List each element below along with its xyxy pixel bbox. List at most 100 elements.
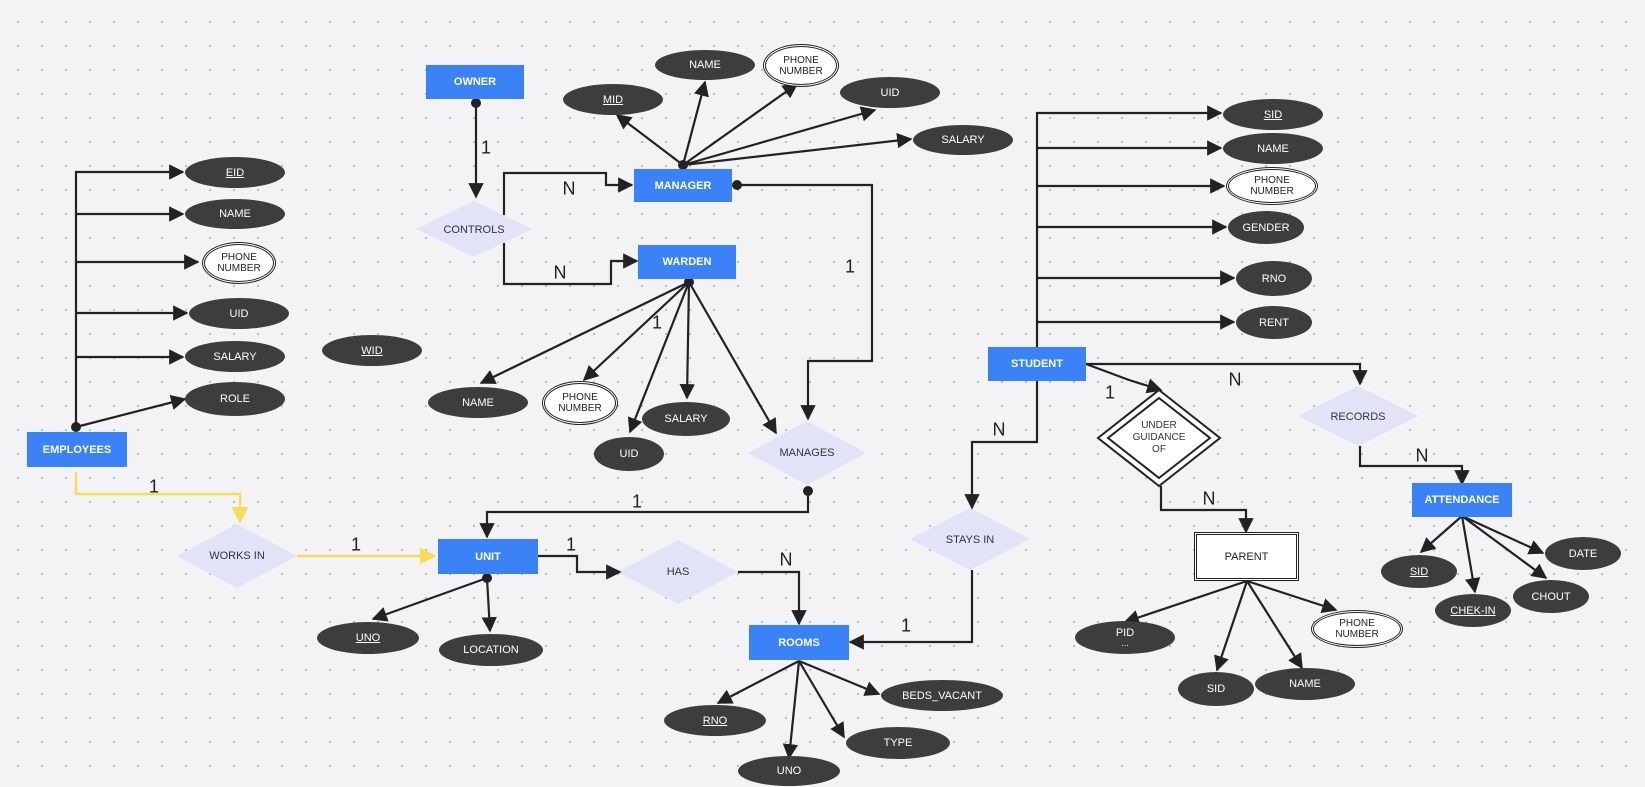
attr-manager-mid-label: MID <box>602 93 624 106</box>
entity-student[interactable]: STUDENT <box>988 347 1086 381</box>
attr-manager-uid[interactable]: UID <box>840 77 940 108</box>
entity-warden-label: WARDEN <box>662 256 712 268</box>
rel-controls-label: CONTROLS <box>443 224 505 236</box>
card-employees-works: 1 <box>148 476 160 497</box>
entity-attendance[interactable]: ATTENDANCE <box>1412 483 1512 517</box>
attr-parent-name[interactable]: NAME <box>1255 668 1355 700</box>
under-guidance-of-diamond[interactable] <box>1096 388 1222 488</box>
attr-parent-phone[interactable]: PHONE NUMBER <box>1311 610 1403 648</box>
attr-manager-mid[interactable]: MID <box>563 84 663 115</box>
attr-employees-name-label: NAME <box>219 208 251 220</box>
entity-attendance-label: ATTENDANCE <box>1424 494 1500 506</box>
entity-rooms[interactable]: ROOMS <box>749 625 849 660</box>
attr-parent-phone-label: PHONE NUMBER <box>1335 618 1379 640</box>
attr-student-gender[interactable]: GENDER <box>1228 211 1304 244</box>
rel-has-label: HAS <box>666 566 690 578</box>
attr-wid[interactable]: WID <box>322 335 422 366</box>
records-diamond[interactable] <box>1298 386 1418 446</box>
attr-employees-uid[interactable]: UID <box>189 298 289 329</box>
card-manages-unit: 1 <box>631 491 643 512</box>
card-records-attendance: N <box>1415 445 1429 466</box>
has-diamond[interactable] <box>618 540 738 604</box>
attr-warden-name-label: NAME <box>462 396 494 409</box>
attr-employees-role[interactable]: ROLE <box>185 382 285 416</box>
card-guidance-parent: N <box>1202 488 1216 509</box>
attr-manager-salary[interactable]: SALARY <box>913 125 1013 155</box>
connector-lines <box>74 80 1548 760</box>
entity-employees[interactable]: EMPLOYEES <box>27 432 127 467</box>
attr-attendance-chout-label: CHOUT <box>1531 590 1571 603</box>
entity-unit[interactable]: UNIT <box>438 539 538 574</box>
attr-student-phone[interactable]: PHONE NUMBER <box>1226 167 1318 205</box>
attr-employees-phone-label: PHONE NUMBER <box>217 252 261 274</box>
attr-warden-salary[interactable]: SALARY <box>642 402 730 436</box>
attr-attendance-sid[interactable]: SID <box>1381 555 1457 588</box>
attr-manager-phone[interactable]: PHONE NUMBER <box>763 44 839 87</box>
attr-rooms-beds-vacant[interactable]: BEDS_VACANT <box>881 680 1003 711</box>
rel-records-label: RECORDS <box>1330 411 1386 423</box>
attr-manager-uid-label: UID <box>880 86 900 99</box>
attr-attendance-chek-in[interactable]: CHEK-IN <box>1435 594 1511 627</box>
attr-employees-phone[interactable]: PHONE NUMBER <box>202 242 276 284</box>
attr-attendance-chout[interactable]: CHOUT <box>1513 580 1589 613</box>
attr-attendance-date[interactable]: DATE <box>1545 537 1621 570</box>
relationship-shapes <box>177 201 1418 604</box>
attr-student-rno[interactable]: RNO <box>1236 261 1312 296</box>
attr-rooms-rno[interactable]: RNO <box>664 705 766 736</box>
attr-rooms-uno-label: UNO <box>776 765 802 777</box>
weak-entity-parent[interactable]: PARENT <box>1194 532 1299 581</box>
attr-student-sid[interactable]: SID <box>1223 99 1323 130</box>
attr-parent-sid-label: SID <box>1206 683 1226 695</box>
attr-student-sid-label: SID <box>1263 108 1283 121</box>
attr-attendance-chek-in-label: CHEK-IN <box>1450 604 1496 617</box>
connection-dots <box>71 98 813 583</box>
entity-owner-label: OWNER <box>453 76 497 88</box>
attr-rooms-type[interactable]: TYPE <box>846 727 950 759</box>
attr-warden-salary-label: SALARY <box>664 413 708 425</box>
card-unit-has: 1 <box>565 534 577 555</box>
attr-employees-name[interactable]: NAME <box>185 199 285 229</box>
card-student-stays: N <box>992 419 1006 440</box>
attr-rooms-type-label: TYPE <box>883 737 913 749</box>
attr-unit-location-label: LOCATION <box>463 644 519 656</box>
attr-unit-uno[interactable]: UNO <box>317 622 419 654</box>
card-warden-attr: 1 <box>651 312 663 333</box>
attr-manager-name[interactable]: NAME <box>655 50 755 80</box>
entity-owner[interactable]: OWNER <box>426 65 524 99</box>
attr-employees-eid[interactable]: EID <box>185 157 285 188</box>
entity-manager[interactable]: MANAGER <box>634 169 732 202</box>
attr-warden-name[interactable]: NAME <box>428 387 528 418</box>
manages-diamond[interactable] <box>748 421 866 485</box>
entity-unit-label: UNIT <box>475 550 501 563</box>
attr-warden-uid-label: UID <box>619 448 639 460</box>
attr-rooms-rno-label: RNO <box>702 714 728 727</box>
attr-unit-location[interactable]: LOCATION <box>439 634 543 666</box>
attr-parent-pid[interactable]: PID ... <box>1075 621 1175 654</box>
entity-employees-label: EMPLOYEES <box>42 443 112 456</box>
attr-unit-uno-label: UNO <box>355 632 381 644</box>
attr-warden-uid[interactable]: UID <box>594 437 664 471</box>
works-in-diamond[interactable] <box>177 524 297 588</box>
card-controls-manager: N <box>562 178 576 199</box>
rel-manages-label: MANAGES <box>779 447 835 459</box>
card-manager-manages: 1 <box>844 256 856 277</box>
entity-student-label: STUDENT <box>1011 358 1063 370</box>
attr-warden-phone[interactable]: PHONE NUMBER <box>542 381 618 425</box>
attr-rooms-uno[interactable]: UNO <box>738 756 840 786</box>
stays-in-diamond[interactable] <box>910 508 1030 570</box>
attr-parent-name-label: NAME <box>1289 678 1321 690</box>
attr-student-name[interactable]: NAME <box>1223 133 1323 164</box>
entity-manager-label: MANAGER <box>654 179 712 192</box>
card-controls-warden: N <box>553 262 567 283</box>
entity-rooms-label: ROOMS <box>778 636 820 649</box>
attr-student-phone-label: PHONE NUMBER <box>1250 175 1294 197</box>
attr-wid-label: WID <box>361 344 383 357</box>
attr-parent-sid[interactable]: SID <box>1178 672 1254 706</box>
attr-student-rent-label: RENT <box>1259 316 1289 329</box>
attr-employees-salary[interactable]: SALARY <box>185 341 285 372</box>
attr-student-rent[interactable]: RENT <box>1236 306 1312 339</box>
entity-warden[interactable]: WARDEN <box>638 245 736 279</box>
attr-employees-salary-label: SALARY <box>213 350 257 363</box>
attr-attendance-sid-label: SID <box>1409 565 1429 578</box>
